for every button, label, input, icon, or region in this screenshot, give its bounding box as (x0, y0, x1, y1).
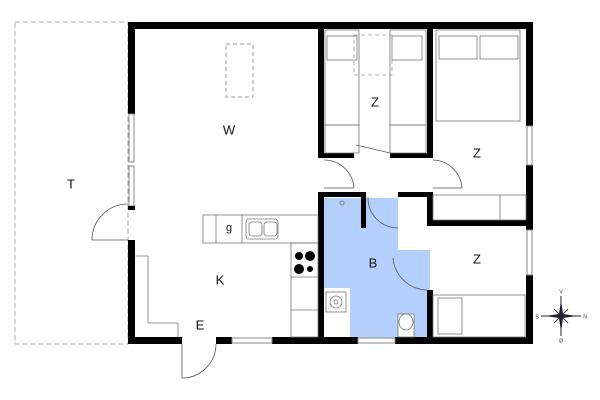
room-label-bedroom-3: Z (473, 251, 481, 266)
compass-east: Ø (559, 338, 563, 344)
room-label-bathroom: B (369, 255, 378, 270)
room-label-kitchen: K (216, 272, 225, 287)
fridge-label: g (226, 222, 232, 234)
terrace-outline (14, 21, 129, 345)
kitchen-counters (135, 214, 319, 338)
bedroom3-bed (432, 294, 526, 338)
stove (294, 251, 315, 274)
compass-north: N (583, 314, 587, 320)
bedroom2-bed (432, 29, 527, 221)
dining-table (225, 43, 254, 98)
compass-south: S (535, 314, 539, 320)
room-label-entrance: E (196, 317, 205, 332)
room-label-living: W (223, 122, 236, 137)
compass-icon: V N S Ø (535, 289, 587, 344)
room-label-bedroom-1: Z (371, 94, 379, 109)
room-label-terrace: T (67, 176, 75, 191)
bedroom1-beds (324, 29, 427, 154)
interior-walls (318, 22, 533, 344)
doors (91, 144, 463, 379)
closet-area (398, 198, 430, 250)
bathroom-fixtures (325, 200, 415, 338)
compass-west: V (559, 289, 563, 295)
room-label-bedroom-2: Z (473, 145, 481, 160)
outer-walls (128, 22, 533, 344)
